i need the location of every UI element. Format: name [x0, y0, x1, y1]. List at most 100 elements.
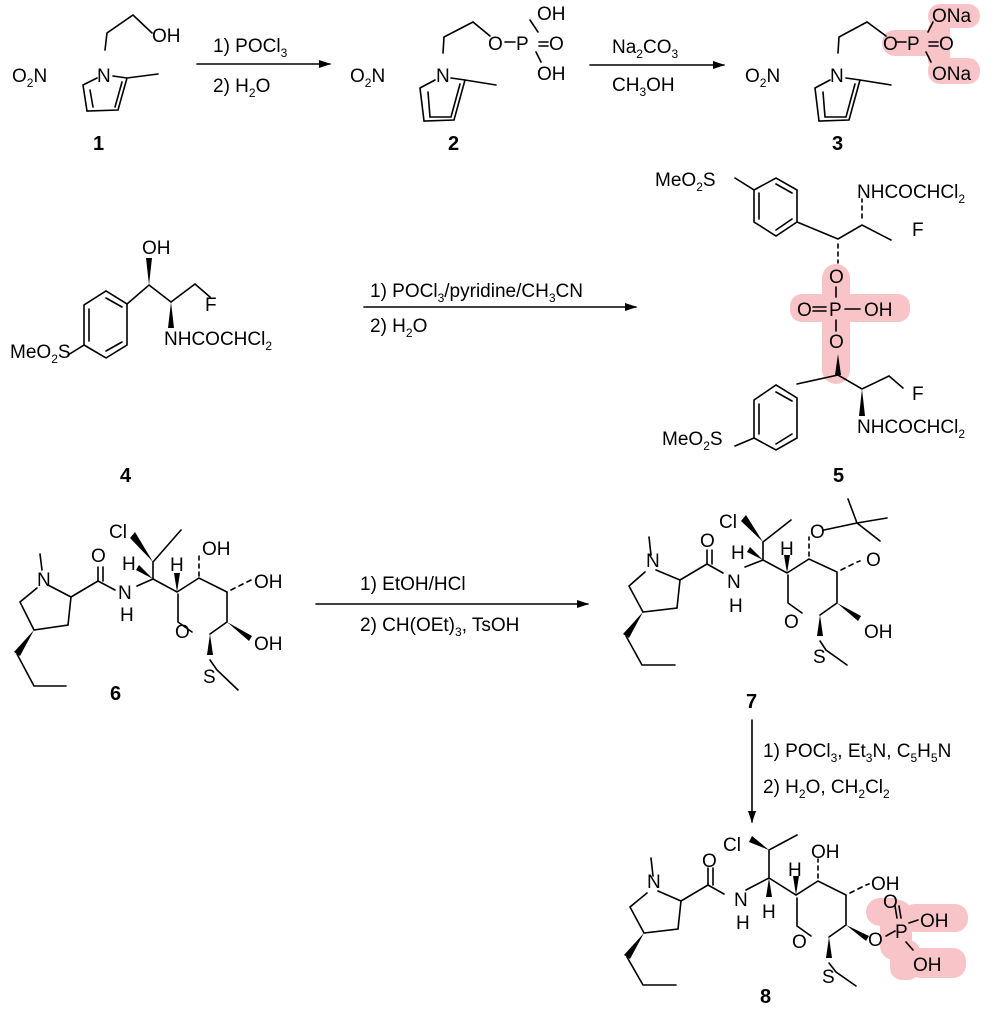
phosphorus: P: [829, 300, 842, 321]
wedge-bond: [747, 547, 763, 560]
hydroxyl-2: OH: [871, 874, 900, 895]
fluorine-top: F: [912, 220, 924, 241]
amide-n: N: [734, 890, 748, 911]
ona-bottom: ONa: [932, 64, 972, 85]
ring-o: O: [784, 612, 799, 633]
condition-reagent: Na2CO3: [612, 37, 678, 61]
oh-group: OH: [142, 238, 171, 259]
ring-n: N: [97, 66, 111, 87]
phosphate-highlight: [790, 264, 910, 384]
compound-8: N O Cl N H H H OH OH O S O P O OH OH 8: [624, 834, 968, 1008]
p-double-o: O: [549, 34, 564, 55]
phosphate-o: O: [868, 930, 883, 951]
compound-label-4: 4: [120, 465, 132, 487]
compound-1: OH N O2N 1: [12, 13, 181, 155]
compound-label-7: 7: [746, 691, 757, 713]
hydrogen: H: [762, 902, 776, 923]
chlorine: Cl: [109, 522, 127, 543]
compound-6: N O Cl H N H H OH OH OH O S 6: [14, 522, 283, 705]
wedge-bond: [749, 836, 769, 850]
amide-bottom: NHCOCHCl2: [857, 417, 965, 441]
pyrrolidine-n: N: [37, 570, 51, 591]
carbonyl-o: O: [700, 531, 715, 552]
compound-label-5: 5: [833, 465, 844, 487]
wedge-bond: [766, 878, 772, 897]
compound-4: OH F NHCOCHCl2 MeO2S 4: [10, 238, 272, 487]
wedge-bond: [207, 634, 213, 655]
carbonyl-o: O: [702, 851, 717, 872]
ring-n: N: [830, 66, 844, 87]
p-hydroxyl-1: OH: [920, 911, 949, 932]
compound-label-3: 3: [832, 133, 843, 155]
amide-group: NHCOCHCl2: [164, 329, 272, 353]
chlorine: Cl: [723, 835, 741, 856]
oh-bottom: OH: [537, 64, 566, 85]
amide-n: N: [118, 583, 132, 604]
p-hydroxyl-2: OH: [913, 955, 942, 976]
wedge-bond: [835, 354, 841, 375]
phosphate-highlight: [866, 898, 968, 980]
wedge-bond: [168, 302, 174, 328]
oh-group: OH: [152, 26, 181, 47]
p-double-o: O: [797, 300, 812, 321]
nitro-group: O2N: [350, 66, 385, 90]
hydrogen: H: [780, 539, 794, 560]
wedge-bond: [624, 933, 644, 959]
chlorine: Cl: [719, 512, 737, 533]
amide-top: NHCOCHCl2: [857, 182, 965, 206]
hydroxyl-3: OH: [254, 634, 283, 655]
ester-o-top: O: [829, 267, 844, 288]
wedge-bond: [826, 937, 832, 958]
condition-step-1: 1) POCl3/pyridine/CH3CN: [370, 281, 583, 305]
wedge-bond: [741, 515, 763, 542]
reaction-arrow-6-7: 1) EtOH/HCl 2) CH(OEt)3, TsOH: [315, 574, 589, 639]
phosphorus: P: [907, 34, 920, 55]
oh-top: OH: [537, 4, 566, 25]
compound-2: O P O OH OH N O2N 2: [350, 4, 566, 155]
wedge-bond: [859, 389, 865, 416]
ester-o-bottom: O: [829, 332, 844, 353]
amide-n: N: [727, 572, 741, 593]
sulfone-bottom: MeO2S: [662, 429, 723, 453]
hydrogen: H: [170, 555, 184, 576]
wedge-bond: [174, 573, 180, 592]
compound-label-6: 6: [110, 683, 121, 705]
wedge-bond: [136, 565, 153, 579]
sulfone-group: MeO2S: [10, 342, 71, 366]
reaction-arrow-4-5: 1) POCl3/pyridine/CH3CN 2) H2O: [363, 281, 637, 340]
condition-step-2: 2) CH(OEt)3, TsOH: [360, 615, 519, 639]
thioether-s: S: [203, 667, 216, 688]
ona-top: ONa: [932, 6, 972, 27]
wedge-bond: [623, 612, 643, 638]
sulfone-top: MeO2S: [655, 170, 716, 194]
reaction-arrow-2-3: Na2CO3 CH3OH: [589, 37, 725, 99]
condition-step-1: 1) POCl3, Et3N, C5H5N: [763, 741, 951, 765]
wedge-bond: [793, 876, 799, 895]
pyrrolidine-n: N: [647, 872, 661, 893]
hydroxyl: OH: [864, 622, 893, 643]
wedge-bond: [837, 603, 861, 621]
condition-step-1: 1) EtOH/HCl: [360, 574, 466, 595]
ring-n: N: [436, 66, 450, 87]
hydroxyl-1: OH: [811, 842, 840, 863]
hydrogen: H: [731, 543, 745, 564]
amide-h: H: [120, 605, 134, 626]
wedge-bond: [130, 532, 153, 562]
condition-solvent: CH3OH: [612, 75, 675, 99]
hydroxyl-2: OH: [254, 572, 283, 593]
compound-7: N O Cl H N H H O O OH O S 7: [623, 498, 893, 713]
compound-3: O P O ONa ONa N O2N 3: [745, 4, 980, 155]
wedge-bond: [817, 615, 823, 636]
amide-h: H: [729, 596, 743, 617]
ring-o: O: [175, 622, 190, 643]
compound-label-8: 8: [760, 986, 771, 1008]
hydrogen: H: [122, 554, 136, 575]
nitro-group: O2N: [12, 66, 47, 90]
hash-bond: [840, 560, 861, 571]
fluorine: F: [205, 295, 217, 316]
carbonyl-o: O: [91, 546, 106, 567]
acetal-o-2: O: [866, 550, 881, 571]
ester-o: O: [883, 34, 898, 55]
nitro-group: O2N: [745, 66, 780, 90]
